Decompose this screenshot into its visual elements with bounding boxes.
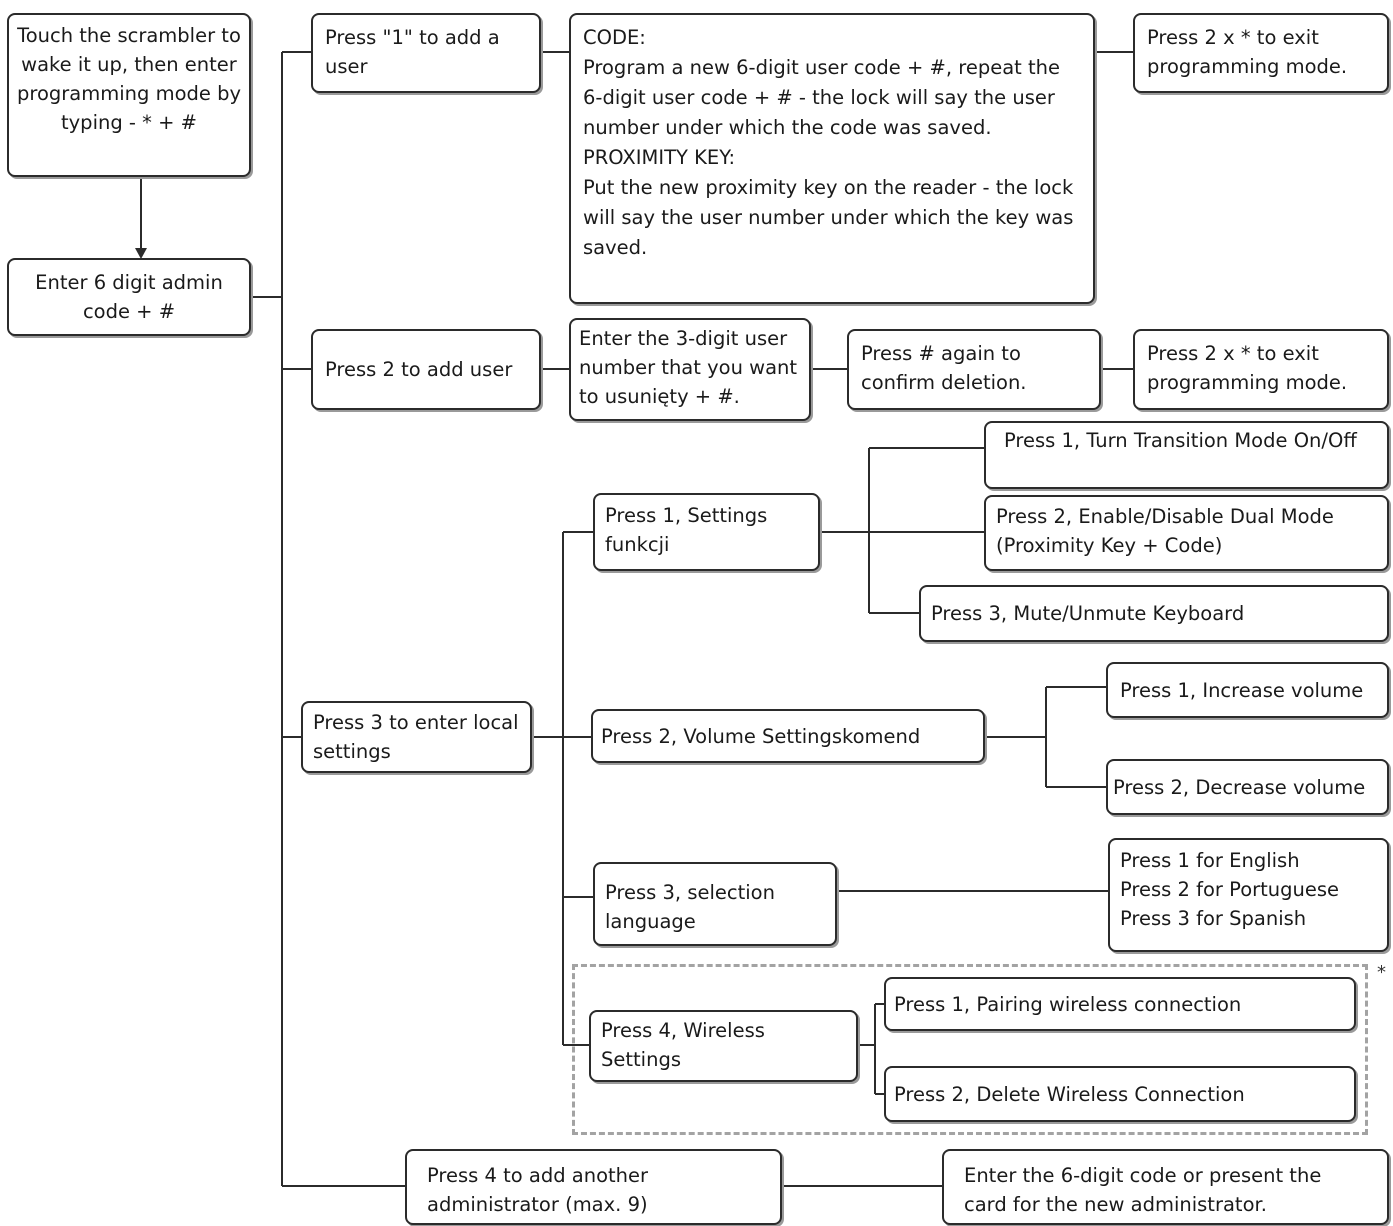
languages-node: Press 1 for English Press 2 for Portugue…	[1108, 838, 1389, 952]
exit-programming-node-1: Press 2 x * to exit programming mode.	[1133, 13, 1389, 93]
confirm-delete-node: Press # again to confirm deletion.	[847, 329, 1101, 410]
arrow-head	[135, 248, 147, 259]
new-admin-code-node: Enter the 6-digit code or present the ca…	[942, 1149, 1389, 1225]
decrease-volume-node: Press 2, Decrease volume	[1106, 759, 1389, 815]
add-admin-node: Press 4 to add another administrator (ma…	[405, 1149, 782, 1225]
admin-code-text: Enter 6 digit admin code + #	[35, 271, 223, 323]
transition-mode-node: Press 1, Turn Transition Mode On/Off	[984, 421, 1389, 489]
decrease-volume-text: Press 2, Decrease volume	[1113, 775, 1366, 799]
wireless-optional-frame	[572, 964, 1368, 1135]
delete-wireless-node: Press 2, Delete Wireless Connection	[884, 1066, 1356, 1122]
pairing-wireless-text: Press 1, Pairing wireless connection	[894, 992, 1242, 1016]
pairing-wireless-node: Press 1, Pairing wireless connection	[884, 977, 1356, 1031]
admin-code-node: Enter 6 digit admin code + #	[7, 258, 251, 336]
settings-funkcji-node: Press 1, Settings funkcji	[593, 493, 820, 571]
delete-wireless-text: Press 2, Delete Wireless Connection	[894, 1082, 1245, 1106]
footnote-asterisk: *	[1377, 962, 1386, 983]
exit-programming-node-2: Press 2 x * to exit programming mode.	[1133, 329, 1389, 410]
start-node: Touch the scrambler to wake it up, then …	[7, 13, 251, 177]
add-user-2-text: Press 2 to add user	[325, 358, 513, 381]
enter-3digit-node: Enter the 3-digit user number that you w…	[569, 318, 811, 421]
add-user-2-node: Press 2 to add user	[311, 329, 541, 410]
mute-keyboard-node: Press 3, Mute/Unmute Keyboard	[919, 585, 1389, 642]
volume-settings-text: Press 2, Volume Settingskomend	[601, 724, 921, 748]
volume-settings-node: Press 2, Volume Settingskomend	[591, 709, 985, 763]
dual-mode-node: Press 2, Enable/Disable Dual Mode (Proxi…	[984, 495, 1389, 571]
wireless-settings-node: Press 4, Wireless Settings	[589, 1010, 858, 1082]
mute-keyboard-text: Press 3, Mute/Unmute Keyboard	[931, 602, 1245, 625]
selection-language-node: Press 3, selection language	[593, 862, 837, 946]
increase-volume-node: Press 1, Increase volume	[1106, 662, 1389, 718]
code-info-node: CODE: Program a new 6-digit user code + …	[569, 13, 1095, 304]
local-settings-node: Press 3 to enter local settings	[301, 701, 532, 773]
add-user-1-node: Press "1" to add a user	[311, 13, 541, 93]
increase-volume-text: Press 1, Increase volume	[1120, 678, 1364, 702]
